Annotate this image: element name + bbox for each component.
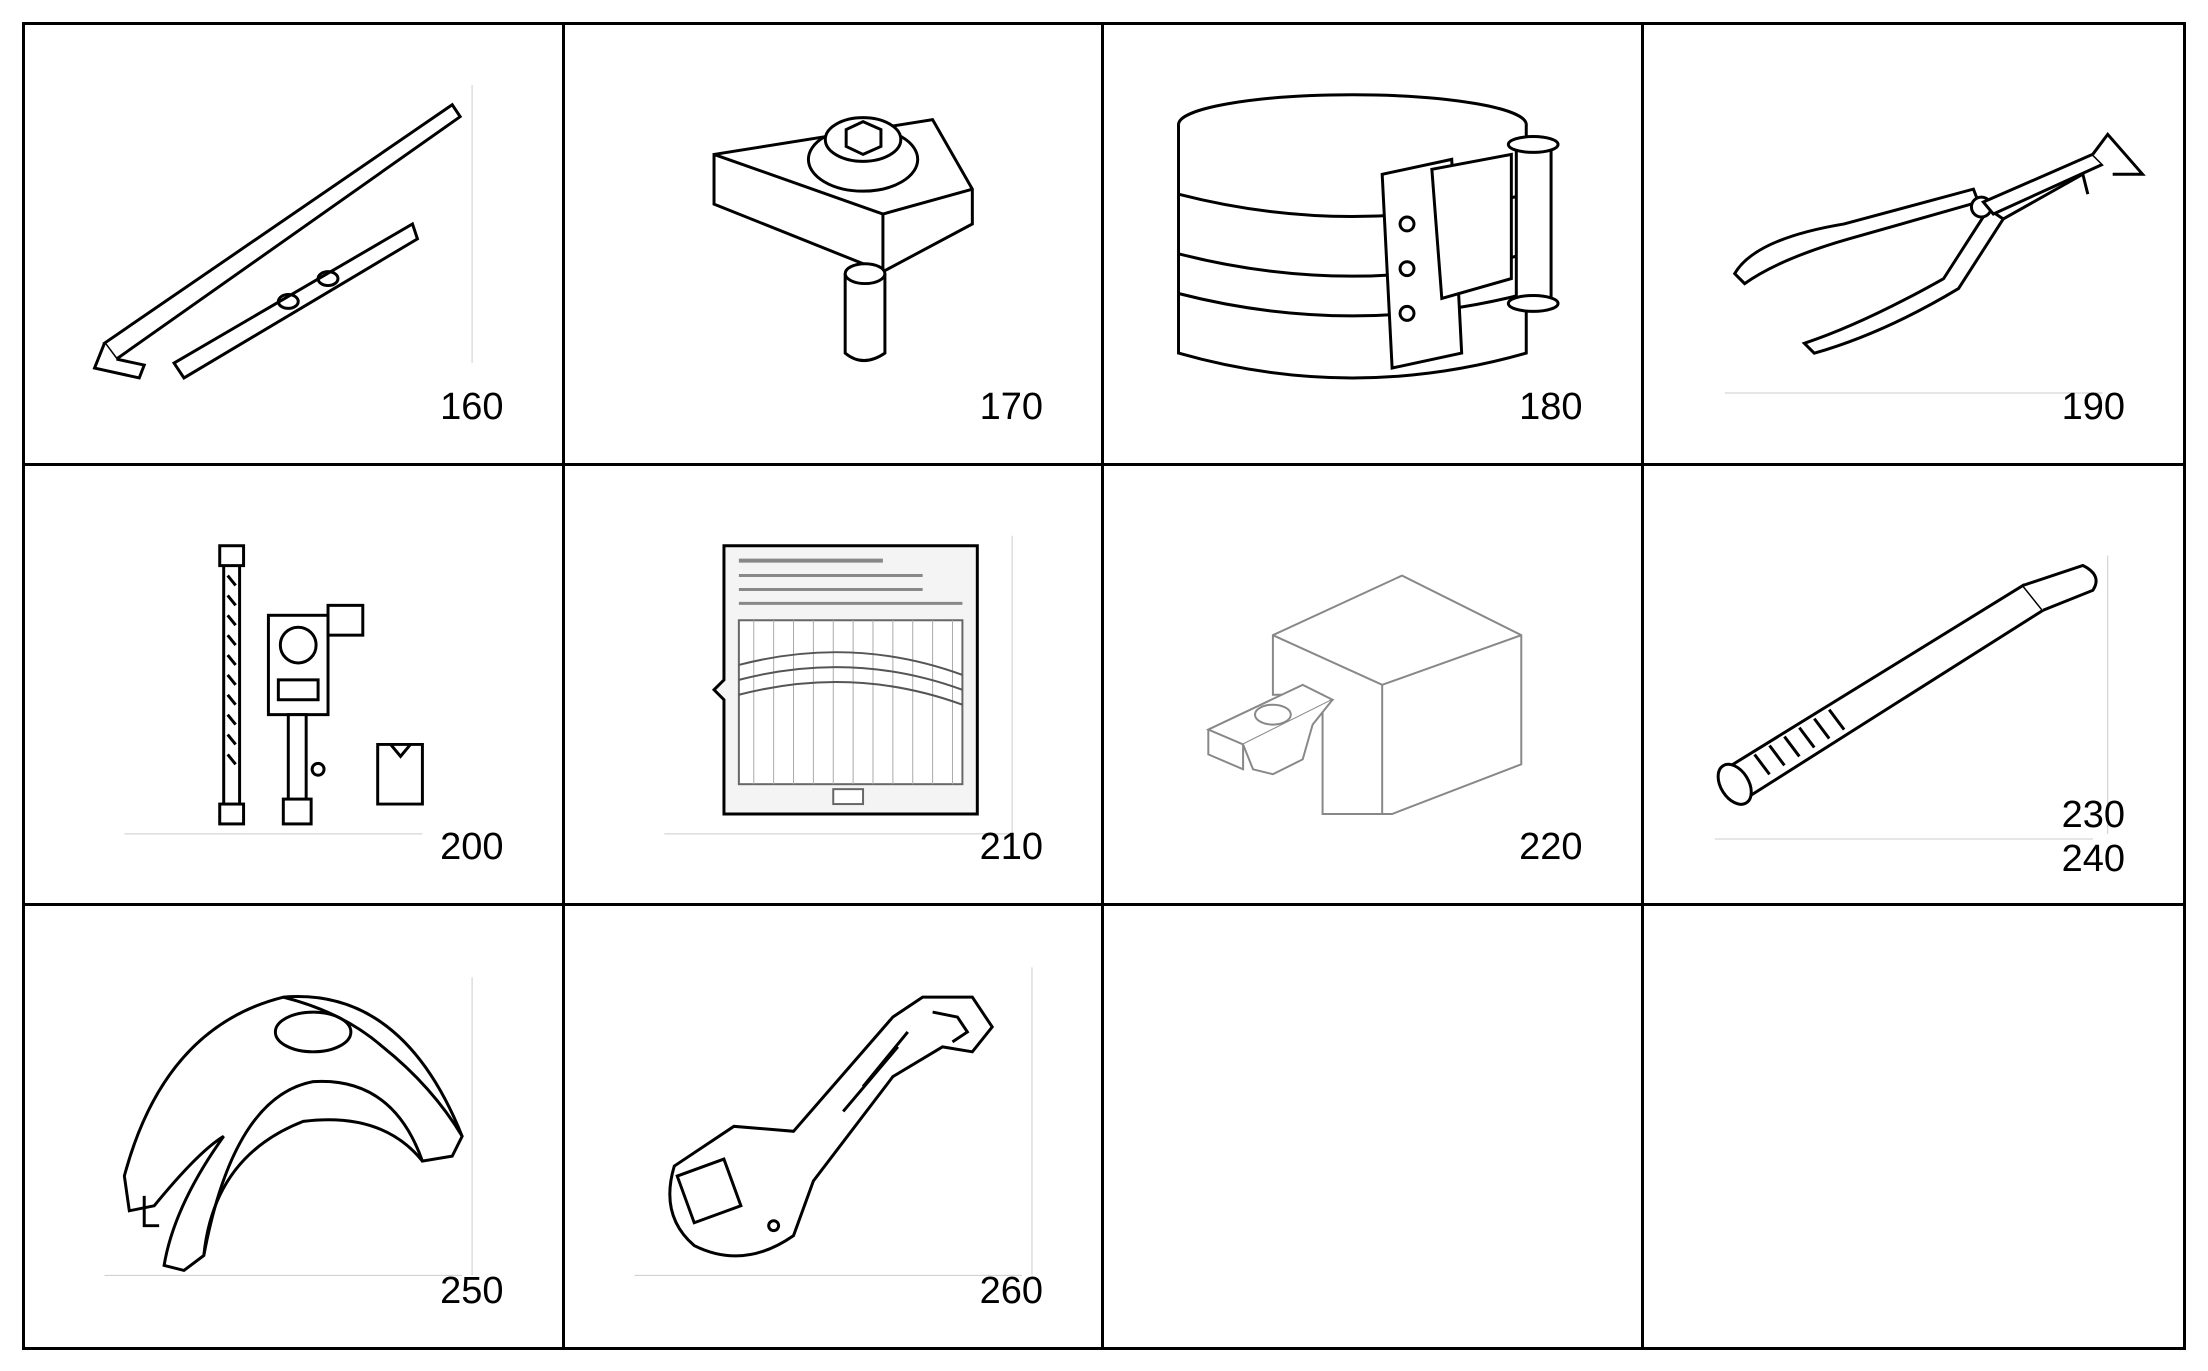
fork-block-tool-icon	[1104, 466, 1641, 904]
tool-cell-190: 190	[1643, 25, 2184, 466]
part-number-label: 220	[1519, 826, 1583, 869]
threaded-drift-punch-icon	[1644, 466, 2184, 904]
socket-block-tool-icon	[565, 25, 1102, 463]
hex-key-wrench-icon	[25, 25, 562, 463]
ring-pliers-icon	[1644, 25, 2184, 463]
compression-tester-kit-icon	[25, 466, 562, 904]
part-number-label: 230 240	[2061, 794, 2125, 881]
empty-cell	[1104, 906, 1644, 1347]
empty-cell	[1644, 906, 2184, 1347]
part-number-label: 250	[440, 1269, 504, 1312]
tool-cell-160: 160	[25, 25, 565, 466]
tool-catalog-grid: 160 170	[22, 22, 2186, 1350]
tool-cell-220: 220	[1104, 465, 1644, 907]
tool-cell-250: 250	[25, 906, 565, 1347]
part-number-label: 180	[1519, 385, 1583, 428]
part-number-label: 190	[2061, 385, 2125, 428]
part-number-label: 170	[979, 385, 1043, 428]
part-number-label: 260	[979, 1269, 1043, 1312]
piston-ring-compressor-icon	[1104, 25, 1641, 463]
diagram-card-icon	[565, 466, 1102, 904]
tool-cell-260: 260	[565, 906, 1104, 1347]
part-number-label: 160	[440, 385, 504, 428]
tool-cell-200: 200	[25, 465, 565, 907]
tool-cell-170: 170	[564, 25, 1104, 466]
tool-cell-180: 180	[1104, 25, 1644, 466]
part-number-label: 210	[979, 826, 1043, 869]
flare-nut-wrench-icon	[565, 906, 1102, 1347]
tool-cell-210: 210	[564, 465, 1104, 907]
arch-bridge-tool-icon	[25, 906, 562, 1347]
part-number-label: 200	[440, 826, 504, 869]
tool-cell-230-240: 230 240	[1643, 466, 2184, 907]
